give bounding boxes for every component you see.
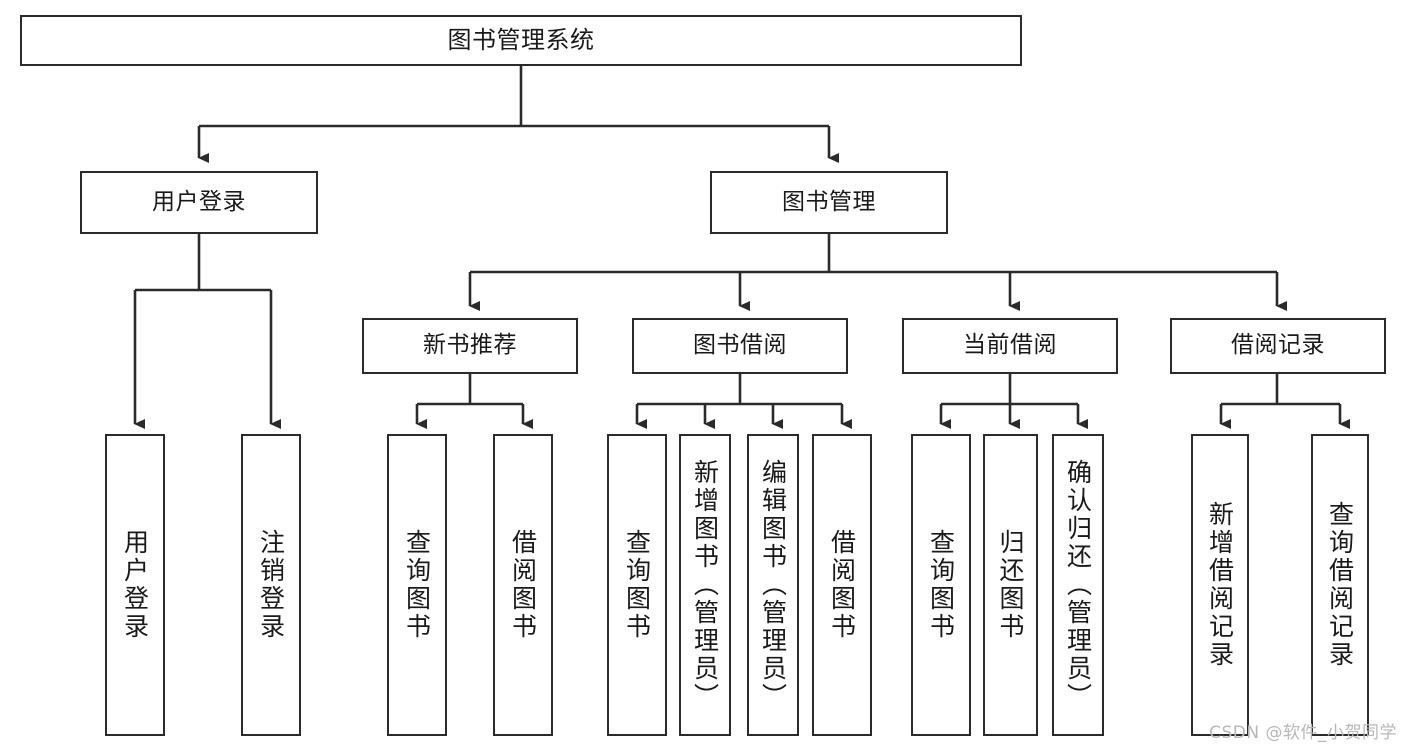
node-leaf-query-record[interactable]: 查询借阅记录 [1311,434,1369,736]
node-user-login[interactable]: 用户登录 [80,171,318,234]
node-leaf-user-login[interactable]: 用户登录 [105,434,165,736]
node-book-management[interactable]: 图书管理 [710,171,948,234]
node-book-borrow[interactable]: 图书借阅 [632,318,848,374]
node-leaf-add-book-label: 新增图书（管理员） [690,459,720,711]
node-book-borrow-label: 图书借阅 [693,332,787,359]
node-user-login-label: 用户登录 [152,188,246,215]
node-leaf-return-book[interactable]: 归还图书 [983,434,1038,736]
node-root-system-label: 图书管理系统 [447,26,595,55]
node-leaf-add-record[interactable]: 新增借阅记录 [1191,434,1249,736]
node-new-book-recommend[interactable]: 新书推荐 [362,318,578,374]
node-leaf-confirm-return[interactable]: 确认归还（管理员） [1052,434,1104,736]
node-leaf-edit-book[interactable]: 编辑图书（管理员） [747,434,799,736]
node-borrow-record-label: 借阅记录 [1231,332,1325,359]
node-leaf-borrow-book-2[interactable]: 借阅图书 [812,434,872,736]
node-new-book-recommend-label: 新书推荐 [423,332,517,359]
node-leaf-borrow-book-2-label: 借阅图书 [827,529,857,641]
node-leaf-user-login-label: 用户登录 [120,529,150,641]
node-leaf-query-book-1-label: 查询图书 [402,529,432,641]
node-leaf-user-logout-label: 注销登录 [256,529,286,641]
node-leaf-query-book-3[interactable]: 查询图书 [911,434,971,736]
node-leaf-user-logout[interactable]: 注销登录 [241,434,301,736]
node-leaf-borrow-book-1[interactable]: 借阅图书 [493,434,553,736]
node-leaf-add-book[interactable]: 新增图书（管理员） [679,434,731,736]
node-book-management-label: 图书管理 [782,188,876,215]
node-leaf-query-book-2-label: 查询图书 [622,529,652,641]
csdn-watermark: CSDN @软件_小贺同学 [1209,723,1397,743]
node-root-system[interactable]: 图书管理系统 [20,15,1022,66]
node-leaf-add-record-label: 新增借阅记录 [1205,501,1235,669]
node-leaf-borrow-book-1-label: 借阅图书 [508,529,538,641]
node-leaf-query-book-1[interactable]: 查询图书 [387,434,447,736]
node-leaf-edit-book-label: 编辑图书（管理员） [758,459,788,711]
node-leaf-confirm-return-label: 确认归还（管理员） [1063,459,1093,711]
node-leaf-query-record-label: 查询借阅记录 [1325,501,1355,669]
node-current-borrow[interactable]: 当前借阅 [902,318,1118,374]
node-leaf-query-book-3-label: 查询图书 [926,529,956,641]
node-borrow-record[interactable]: 借阅记录 [1170,318,1386,374]
node-current-borrow-label: 当前借阅 [963,332,1057,359]
node-leaf-return-book-label: 归还图书 [996,529,1025,641]
node-leaf-query-book-2[interactable]: 查询图书 [607,434,667,736]
